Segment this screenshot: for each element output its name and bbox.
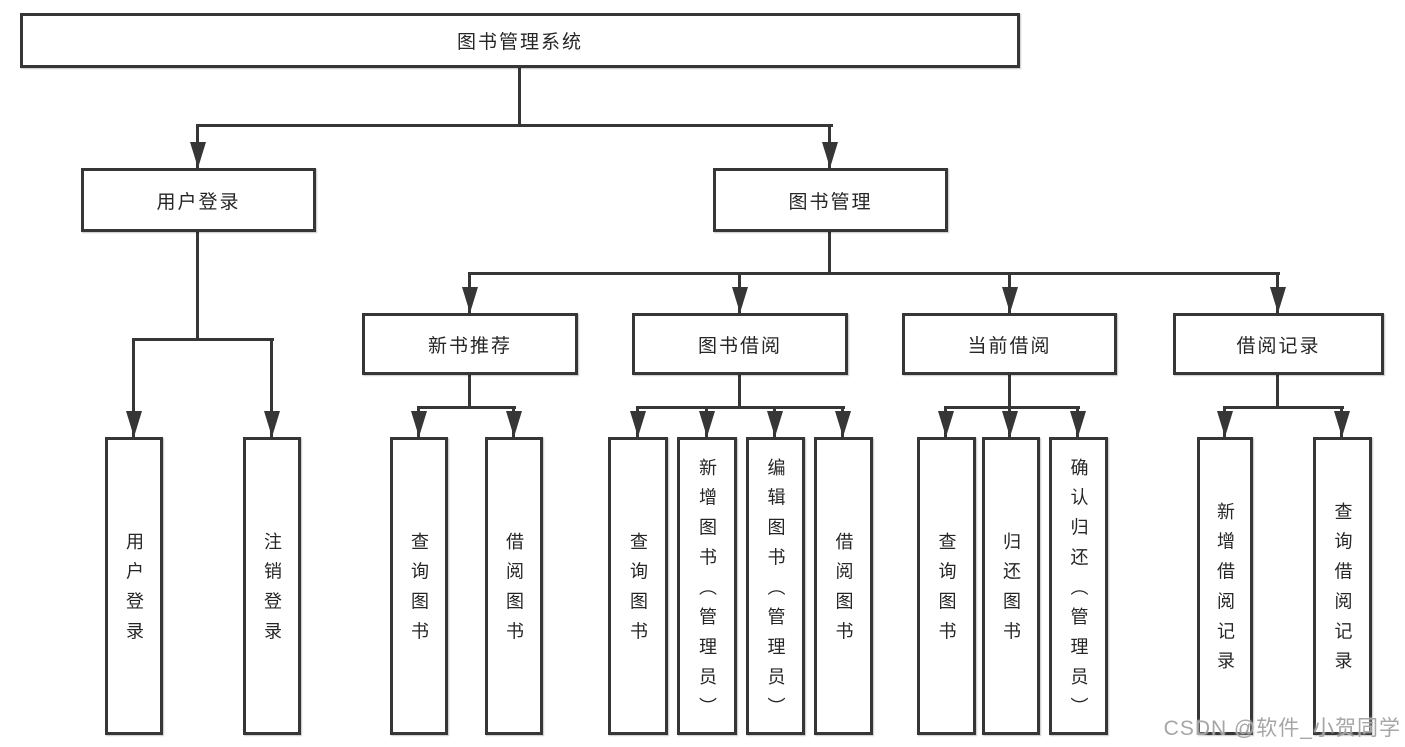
connector-arrowhead xyxy=(767,411,783,437)
node-label: 查询借阅记录 xyxy=(1332,502,1353,682)
connector-line xyxy=(196,124,833,127)
connector-line xyxy=(468,375,471,406)
node-label: 查询图书 xyxy=(628,532,648,652)
node-query-borrow-record: 查询借阅记录 xyxy=(1313,437,1372,735)
connector-arrowhead xyxy=(1217,411,1233,437)
connector-line xyxy=(1008,375,1011,406)
node-user-login-leaf: 用户登录 xyxy=(105,437,163,735)
node-query-books-recommend: 查询图书 xyxy=(390,437,448,735)
node-user-login: 用户登录 xyxy=(81,168,316,232)
connector-arrowhead xyxy=(822,142,838,168)
connector-line xyxy=(636,406,845,409)
node-borrow-books-borrowing: 借阅图书 xyxy=(814,437,873,735)
node-label: 用户登录 xyxy=(156,191,241,213)
connector-line xyxy=(944,406,1080,409)
connector-arrowhead xyxy=(835,411,851,437)
connector-arrowhead xyxy=(264,411,280,437)
connector-arrowhead xyxy=(1002,411,1018,437)
connector-arrowhead xyxy=(411,411,427,437)
connector-arrowhead xyxy=(699,411,715,437)
connector-arrowhead xyxy=(1002,287,1018,313)
node-new-book-recommend: 新书推荐 xyxy=(362,313,578,375)
connector-line xyxy=(1223,406,1344,409)
node-label: 新增借阅记录 xyxy=(1215,502,1235,682)
connector-arrowhead xyxy=(190,142,206,168)
node-label: 图书借阅 xyxy=(697,335,782,357)
node-label: 注销登录 xyxy=(262,532,282,652)
connector-arrowhead xyxy=(126,411,142,437)
node-query-books-current: 查询图书 xyxy=(917,437,976,735)
node-logout: 注销登录 xyxy=(243,437,301,735)
node-label: 用户登录 xyxy=(124,532,144,652)
connector-line xyxy=(1276,375,1279,406)
node-label: 确认归还（管理员） xyxy=(1068,457,1089,727)
node-borrowing-records: 借阅记录 xyxy=(1173,313,1384,375)
connector-arrowhead xyxy=(1334,411,1350,437)
connector-line xyxy=(132,338,274,341)
node-label: 查询图书 xyxy=(936,532,957,652)
node-label: 当前借阅 xyxy=(967,335,1052,357)
node-confirm-return-admin: 确认归还（管理员） xyxy=(1049,437,1108,735)
node-return-books: 归还图书 xyxy=(982,437,1040,735)
node-book-borrowing: 图书借阅 xyxy=(632,313,848,375)
node-edit-books-admin: 编辑图书（管理员） xyxy=(746,437,805,735)
node-label: 新增图书（管理员） xyxy=(697,457,717,727)
connector-line xyxy=(518,68,521,124)
node-label: 借阅图书 xyxy=(833,532,854,652)
connector-arrowhead xyxy=(1070,411,1086,437)
connector-line xyxy=(738,375,741,406)
node-label: 查询图书 xyxy=(409,532,429,652)
connector-arrowhead xyxy=(506,411,522,437)
node-label: 借阅图书 xyxy=(504,532,524,652)
connector-line xyxy=(132,341,135,437)
connector-arrowhead xyxy=(1270,287,1286,313)
node-label: 图书管理系统 xyxy=(456,32,583,53)
node-borrow-books-recommend: 借阅图书 xyxy=(485,437,543,735)
node-label: 编辑图书（管理员） xyxy=(765,457,786,727)
node-label: 新书推荐 xyxy=(427,335,512,357)
connector-line xyxy=(270,341,273,437)
node-add-books-admin: 新增图书（管理员） xyxy=(677,437,737,735)
node-query-books-borrowing: 查询图书 xyxy=(608,437,668,735)
node-label: 图书管理 xyxy=(788,191,873,213)
connector-arrowhead xyxy=(938,411,954,437)
node-label: 借阅记录 xyxy=(1236,335,1321,357)
node-root-system: 图书管理系统 xyxy=(20,13,1020,68)
node-current-borrowing: 当前借阅 xyxy=(902,313,1117,375)
connector-line xyxy=(828,232,831,272)
connector-arrowhead xyxy=(732,287,748,313)
node-book-management: 图书管理 xyxy=(713,168,948,232)
connector-line xyxy=(468,272,1280,275)
node-label: 归还图书 xyxy=(1001,532,1021,652)
node-add-borrow-record: 新增借阅记录 xyxy=(1197,437,1253,735)
connector-line xyxy=(196,232,199,338)
connector-line xyxy=(417,406,516,409)
connector-arrowhead xyxy=(630,411,646,437)
csdn-watermark: CSDN @软件_小贺同学 xyxy=(1163,717,1401,740)
connector-arrowhead xyxy=(462,287,478,313)
